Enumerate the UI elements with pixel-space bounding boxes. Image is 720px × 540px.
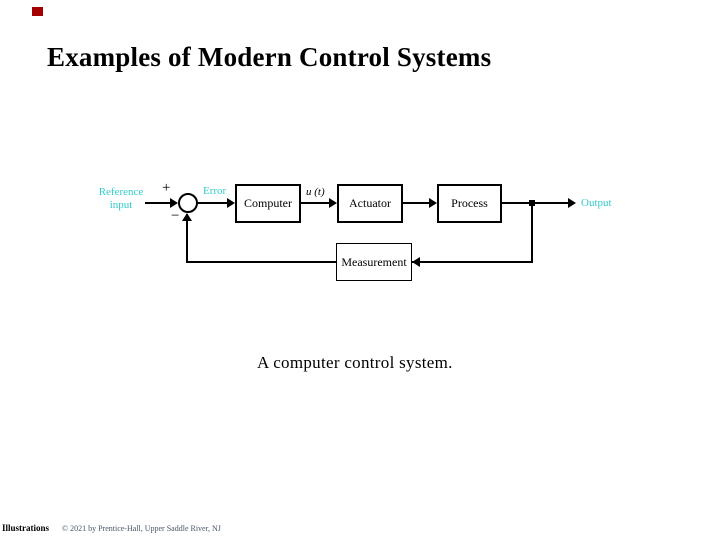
page-title: Examples of Modern Control Systems [47, 42, 492, 72]
reference-input-label: Reference input [98, 186, 144, 211]
actuator-to-process-line [403, 202, 430, 204]
output-line [502, 202, 568, 204]
block-process: Process [437, 184, 502, 223]
minus-sign: − [171, 208, 180, 224]
feedback-right-line [412, 261, 533, 263]
plus-sign: + [162, 180, 171, 196]
arrowhead-into-summer-bottom [182, 213, 192, 221]
block-measurement: Measurement [336, 243, 412, 281]
slide-corner-marker [32, 7, 43, 16]
arrowhead-to-output [568, 198, 576, 208]
feedback-left-line [186, 261, 336, 263]
control-signal-line [301, 202, 330, 204]
error-label: Error [203, 185, 227, 197]
footer-copyright: © 2021 by Prentice-Hall, Upper Saddle Ri… [62, 524, 221, 533]
output-label: Output [581, 197, 612, 209]
arrowhead-into-summer [170, 198, 178, 208]
summing-junction [178, 193, 198, 213]
feedback-up-line [186, 214, 188, 262]
feedback-down-line [531, 203, 533, 263]
arrowhead-into-computer [227, 198, 235, 208]
arrowhead-into-actuator [329, 198, 337, 208]
footer-illustrations-label: Illustrations [2, 523, 50, 533]
block-actuator: Actuator [337, 184, 403, 223]
control-signal-label: u (t) [306, 186, 325, 198]
error-line [198, 202, 228, 204]
arrowhead-into-process [429, 198, 437, 208]
reference-input-line [145, 202, 171, 204]
block-computer: Computer [235, 184, 301, 223]
figure-caption: A computer control system. [257, 353, 453, 372]
arrowhead-into-measurement [412, 257, 420, 267]
